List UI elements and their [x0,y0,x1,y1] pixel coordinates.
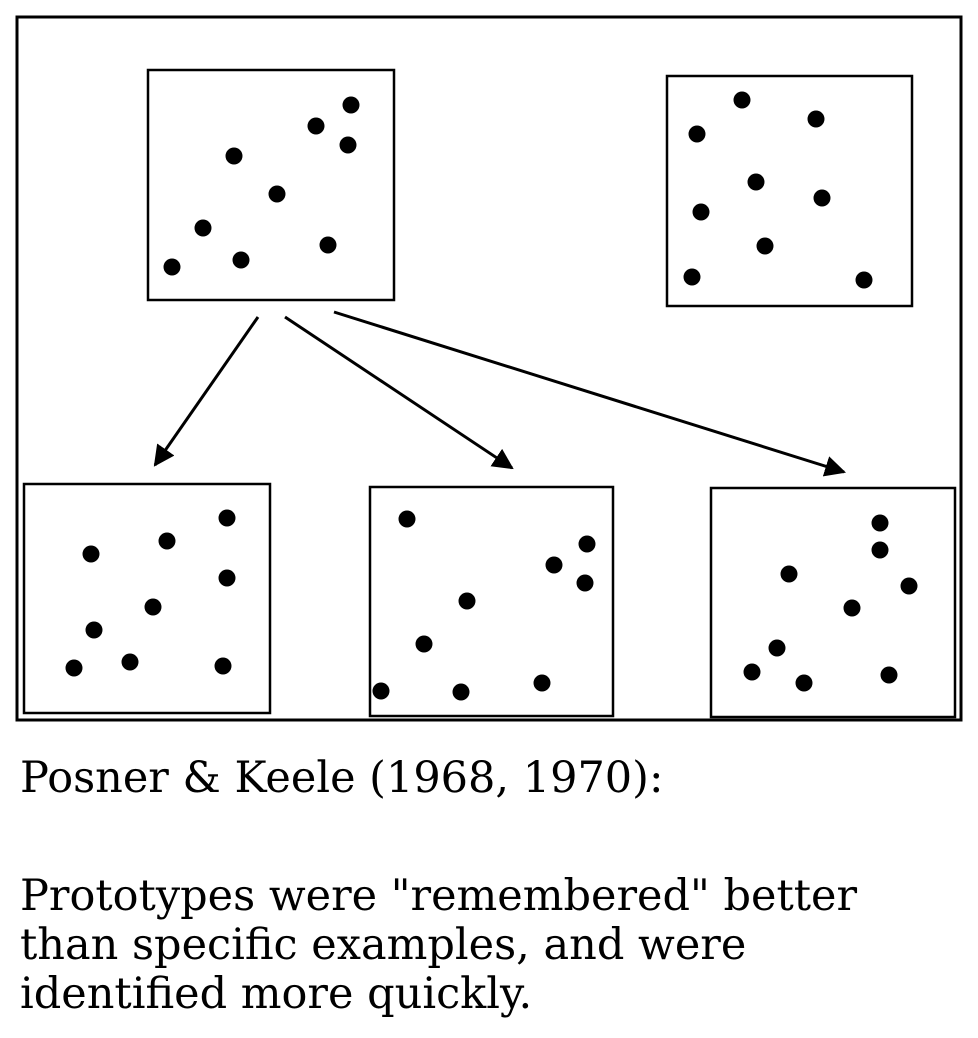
caption-line: identified more quickly. [20,969,533,1019]
dot [307,117,325,135]
example-panel-1 [22,482,272,715]
dot [756,237,774,255]
dot [795,674,813,692]
dot [339,136,357,154]
example-panel-2 [368,485,615,718]
dot [900,577,918,595]
dot [218,509,236,527]
arrow-to-example-1 [153,316,260,467]
example-3-dots [743,514,918,692]
dot [452,683,470,701]
dot [319,236,337,254]
dot [768,639,786,657]
dot [218,569,236,587]
dot [880,666,898,684]
dot [843,599,861,617]
other-pattern-panel [665,74,914,308]
dot [163,258,181,276]
dot [747,173,765,191]
dot [871,514,889,532]
dot [683,268,701,286]
arrow-to-example-3 [333,310,847,477]
arrow-to-example-2 [284,315,514,470]
dot-pattern-diagram [15,15,963,722]
dot [578,535,596,553]
dot [214,657,232,675]
dot [342,96,360,114]
dot [545,556,563,574]
dot [85,621,103,639]
caption-title: Posner & Keele (1968, 1970): [20,753,664,803]
dot [780,565,798,583]
caption-line: than specific examples, and were [20,920,747,970]
other-pattern-dots [683,91,873,289]
dot [158,532,176,550]
dot [692,203,710,221]
example-1-dots [65,509,236,677]
dot [415,635,433,653]
dot [268,185,286,203]
dot [576,574,594,592]
dot [65,659,83,677]
caption-line: Prototypes were "remembered" better [20,871,858,921]
dot [121,653,139,671]
dot [144,598,162,616]
example-panel-3 [709,486,957,719]
dot [871,541,889,559]
dot [813,189,831,207]
dot [533,674,551,692]
dot [688,125,706,143]
prototype-panel [146,68,396,302]
dot [82,545,100,563]
dot [372,682,390,700]
dot [225,147,243,165]
dot [807,110,825,128]
dot [194,219,212,237]
outer-frame [15,15,963,722]
dot [743,663,761,681]
arrows [153,310,847,477]
dot [398,510,416,528]
dot [733,91,751,109]
dot [232,251,250,269]
dot [855,271,873,289]
prototype-dots [163,96,360,276]
dot [458,592,476,610]
example-2-dots [372,510,596,701]
caption-body: Prototypes were "remembered" better than… [20,872,857,1019]
